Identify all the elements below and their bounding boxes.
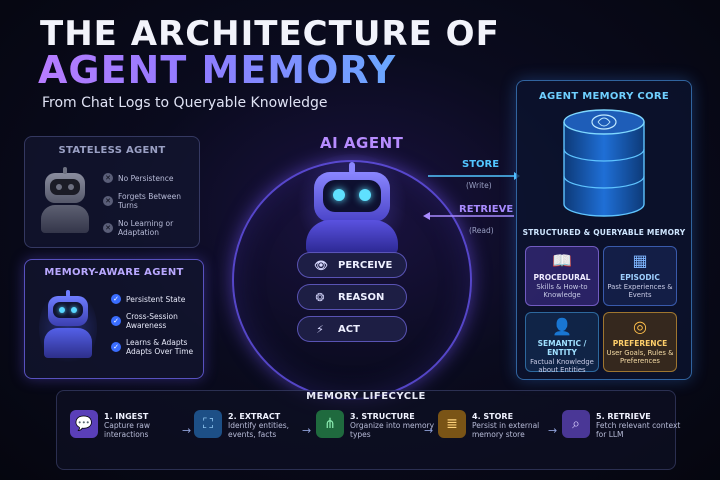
stateless-feature: ✕No Learning or Adaptation — [103, 219, 199, 237]
memory-core-subtitle: STRUCTURED & QUERYABLE MEMORY — [522, 228, 686, 237]
arrow-right-icon: → — [302, 424, 312, 437]
episodic-memory-card: ▦ EPISODIC Past Experiences & Events — [603, 246, 677, 306]
memory-core-title: AGENT MEMORY CORE — [538, 91, 670, 102]
check-icon: ✓ — [111, 316, 121, 326]
ai-agent-title: AI AGENT — [320, 134, 404, 152]
stateless-feature: ✕Forgets Between Turns — [103, 192, 199, 210]
chat-icon: 💬 — [70, 410, 98, 438]
x-icon: ✕ — [103, 173, 113, 183]
memory-aware-agent-panel: MEMORY-AWARE AGENT ✓Persistent State ✓Cr… — [24, 259, 204, 379]
database-cylinder-icon — [563, 109, 645, 217]
stateless-agent-title: STATELESS AGENT — [58, 145, 166, 156]
x-icon: ✕ — [103, 196, 113, 206]
search-icon: ⌕ — [562, 410, 590, 438]
check-icon: ✓ — [111, 342, 121, 352]
lightning-icon: ⚡ — [316, 322, 324, 336]
store-retrieve-arrows — [423, 172, 520, 220]
retrieve-label: RETRIEVE — [459, 204, 514, 215]
hierarchy-icon: ⋔ — [316, 410, 344, 438]
arrow-right-icon: → — [424, 424, 434, 437]
brain-icon: ❂ — [315, 290, 325, 304]
stateless-robot-icon — [39, 167, 91, 233]
target-icon: ◎ — [633, 317, 647, 336]
memory-aware-robot-icon — [39, 288, 97, 368]
memory-aware-agent-title: MEMORY-AWARE AGENT — [44, 267, 184, 278]
store-label: STORE — [462, 159, 500, 170]
arrow-right-icon: → — [182, 424, 192, 437]
subtitle: From Chat Logs to Queryable Knowledge — [42, 95, 328, 111]
memory-aware-feature: ✓Learns & Adapts Adapts Over Time — [111, 338, 201, 356]
extract-icon: ⛶ — [194, 410, 222, 438]
person-icon: 👤 — [552, 317, 572, 336]
memory-aware-feature: ✓Cross-Session Awareness — [111, 312, 201, 330]
x-icon: ✕ — [103, 223, 113, 233]
stateless-agent-panel: STATELESS AGENT ✕No Persistence ✕Forgets… — [24, 136, 200, 248]
store-sublabel: (Write) — [466, 181, 492, 190]
database-icon: ≣ — [438, 410, 466, 438]
retrieve-sublabel: (Read) — [469, 226, 494, 235]
preference-memory-card: ◎ PREFERENCE User Goals, Rules & Prefere… — [603, 312, 677, 372]
memory-lifecycle-title: MEMORY LIFECYCLE — [306, 391, 426, 402]
eye-icon: 👁 — [314, 258, 328, 272]
title-line-1: THE ARCHITECTURE OF — [40, 14, 500, 54]
book-icon: 📖 — [552, 251, 572, 270]
semantic-entity-memory-card: 👤 SEMANTIC / ENTITY Factual Knowledge ab… — [525, 312, 599, 374]
stateless-feature: ✕No Persistence — [103, 173, 199, 183]
ai-agent-robot-icon — [292, 154, 412, 254]
arrow-right-icon: → — [548, 424, 558, 437]
reason-button[interactable]: ❂ REASON — [297, 284, 407, 310]
check-icon: ✓ — [111, 294, 121, 304]
procedural-memory-card: 📖 PROCEDURAL Skills & How-to Knowledge — [525, 246, 599, 306]
title-line-2: AGENT MEMORY — [38, 48, 397, 92]
act-button[interactable]: ⚡ ACT — [297, 316, 407, 342]
memory-aware-feature: ✓Persistent State — [111, 294, 201, 304]
calendar-icon: ▦ — [632, 251, 648, 270]
perceive-button[interactable]: 👁 PERCEIVE — [297, 252, 407, 278]
